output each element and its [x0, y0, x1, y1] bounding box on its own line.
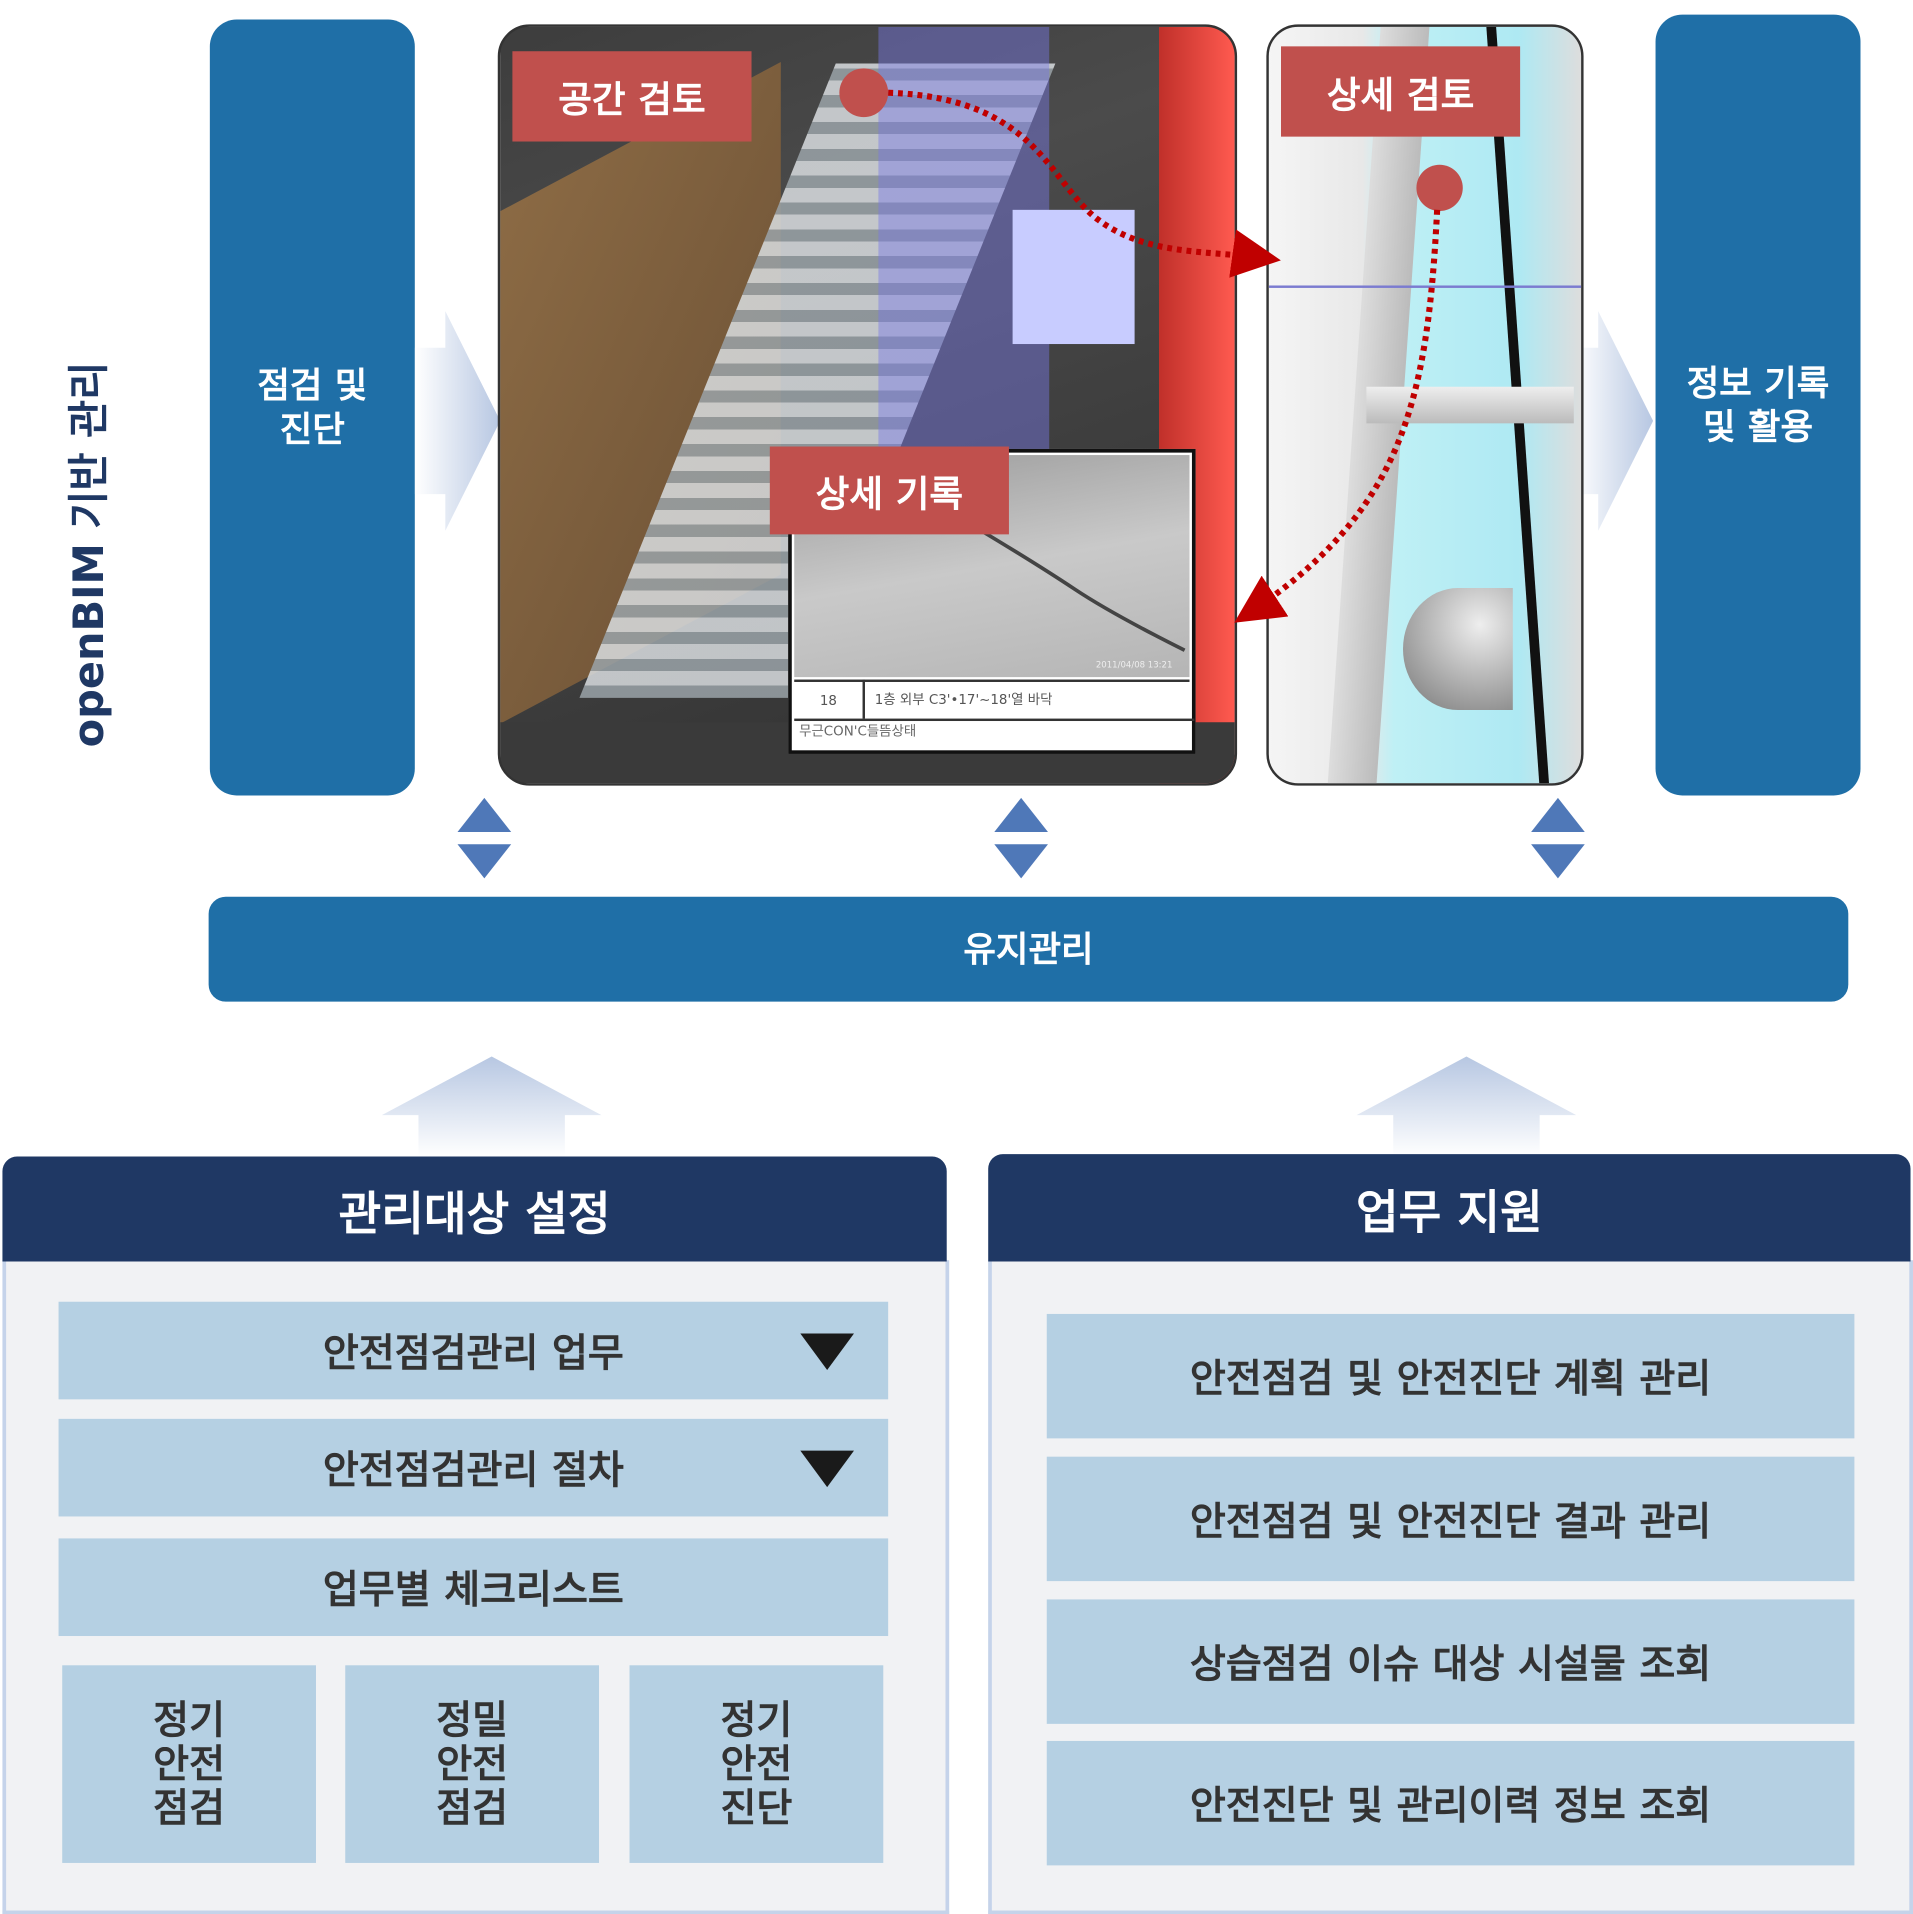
detail-record-label: 상세 기록 — [769, 446, 1009, 535]
maintenance-bar: 유지관리 — [208, 896, 1849, 1002]
up-arrow-icon — [1356, 1056, 1577, 1157]
inspection-box: 점검 및 진단 — [209, 19, 415, 796]
tile-precise-inspection[interactable]: 정밀 안전 점검 — [345, 1665, 600, 1863]
photo-number: 18 — [794, 679, 865, 719]
updown-arrow-icon — [994, 797, 1048, 879]
flow-connectors — [839, 68, 1463, 623]
checklist-item[interactable]: 업무별 체크리스트 — [58, 1538, 889, 1637]
up-arrow-icon — [381, 1056, 602, 1157]
updown-arrow-icon — [1531, 797, 1585, 879]
marker-dot — [839, 68, 889, 118]
support-item[interactable]: 상습점검 이슈 대상 시설물 조회 — [1046, 1599, 1855, 1724]
work-support-title: 업무 지원 — [988, 1154, 1911, 1262]
photo-note: 무근CON'C들뜸상태 — [794, 718, 1195, 748]
target-setting-title: 관리대상 설정 — [2, 1156, 947, 1262]
bim-detail-view — [1266, 24, 1584, 786]
support-item[interactable]: 안전점검 및 안전진단 결과 관리 — [1046, 1456, 1855, 1582]
chevron-down-icon — [800, 1450, 854, 1488]
updown-arrow-icon — [457, 797, 512, 879]
right-arrow-icon — [1573, 311, 1654, 531]
detail-review-label: 상세 검토 — [1281, 46, 1521, 137]
tile-regular-diagnosis[interactable]: 정기 안전 진단 — [629, 1665, 884, 1863]
right-arrow-icon — [414, 311, 501, 531]
dropdown-label: 안전점검관리 업무 — [322, 1329, 624, 1377]
support-item[interactable]: 안전점검 및 안전진단 계획 관리 — [1046, 1313, 1855, 1439]
dropdown-work[interactable]: 안전점검관리 업무 — [58, 1301, 889, 1400]
dropdown-label: 안전점검관리 절차 — [322, 1446, 624, 1494]
marker-dot — [1416, 164, 1463, 212]
dropdown-procedure[interactable]: 안전점검관리 절차 — [58, 1418, 889, 1517]
chevron-down-icon — [800, 1333, 854, 1371]
photo-location: 1층 외부 C3'•17'~18'열 바닥 — [864, 679, 1190, 717]
record-box: 정보 기록 및 활용 — [1655, 14, 1861, 796]
space-review-label: 공간 검토 — [512, 51, 752, 142]
tile-regular-inspection[interactable]: 정기 안전 점검 — [62, 1665, 316, 1863]
support-item[interactable]: 안전진단 및 관리이력 정보 조회 — [1046, 1740, 1855, 1866]
photo-timestamp: 2011/04/08 13:21 — [1095, 660, 1173, 670]
